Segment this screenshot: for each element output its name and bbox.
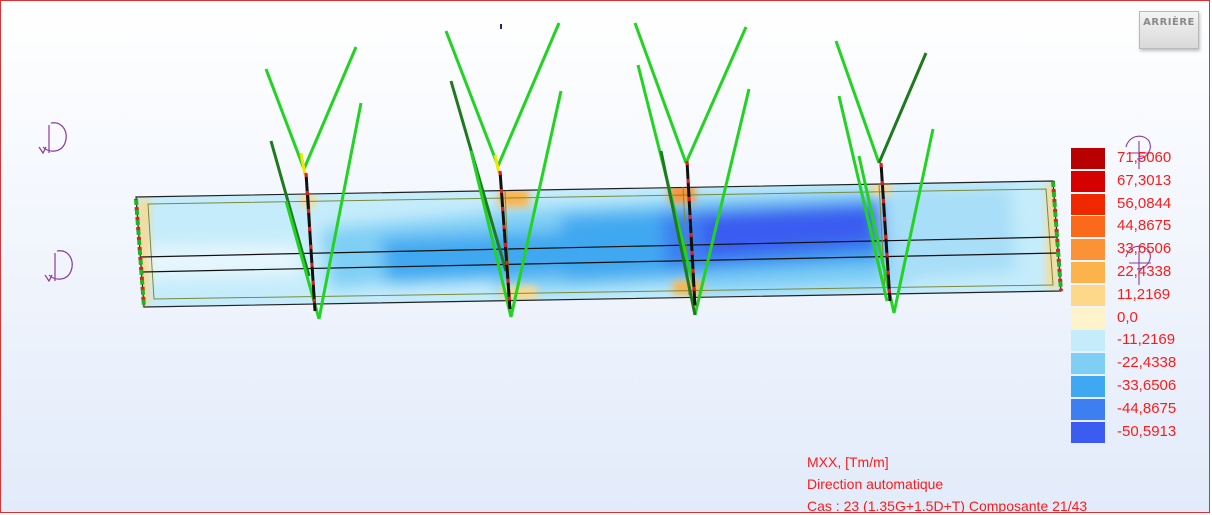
legend-swatch [1071,398,1105,420]
legend-swatch [1071,307,1105,329]
rotation-symbol-icon [1125,135,1151,169]
legend-swatch [1071,375,1105,397]
legend-swatch [1071,284,1105,306]
legend-value: -11,2169 [1117,331,1176,349]
legend-swatch [1071,193,1105,215]
view-cube-label: ARRIÈRE [1143,17,1195,28]
pile-group-3 [633,22,751,316]
legend-value: -44,8675 [1117,399,1177,417]
legend-value: 11,2169 [1117,285,1171,303]
legend-swatch [1071,421,1105,443]
result-direction: Direction automatique [807,476,944,492]
legend-swatch [1071,353,1105,375]
legend-swatch [1071,239,1105,261]
legend-value: 44,8675 [1117,217,1172,235]
legend-value: 22,4338 [1117,262,1172,280]
legend-swatch [1071,330,1105,352]
result-info-panel: MXX, [Tm/m] Direction automatique Cas : … [807,451,1088,513]
rotation-symbol-icon [1125,245,1151,285]
legend-swatch [1071,170,1105,192]
legend-value: 67,3013 [1117,171,1172,189]
legend-value: 71,5060 [1117,149,1172,166]
legend-value: 33,6506 [1117,240,1172,258]
slab-contour-plot [136,181,1061,307]
legend-value: 56,0844 [1117,194,1172,212]
pile-group-2 [444,22,563,318]
legend-value: -22,4338 [1117,354,1177,372]
legend-value: -50,5913 [1117,422,1177,440]
rotation-symbol-icon [38,122,67,155]
legend-value: -33,6506 [1117,376,1177,394]
result-quantity: MXX, [Tm/m] [807,454,889,470]
pile-group-1 [264,46,363,320]
rotation-symbol-icon [44,250,73,283]
result-load-case: Cas : 23 (1.35G+1.5D+T) Composante 21/43 [807,498,1088,513]
slab-edge-supports [134,180,1063,308]
legend-swatch [1071,261,1105,283]
view-cube-back-face[interactable]: ARRIÈRE [1139,11,1199,49]
legend-swatch [1071,216,1105,238]
pile-group-4 [834,40,935,314]
legend-value: 0,0 [1117,308,1138,326]
legend-swatch [1071,148,1105,169]
